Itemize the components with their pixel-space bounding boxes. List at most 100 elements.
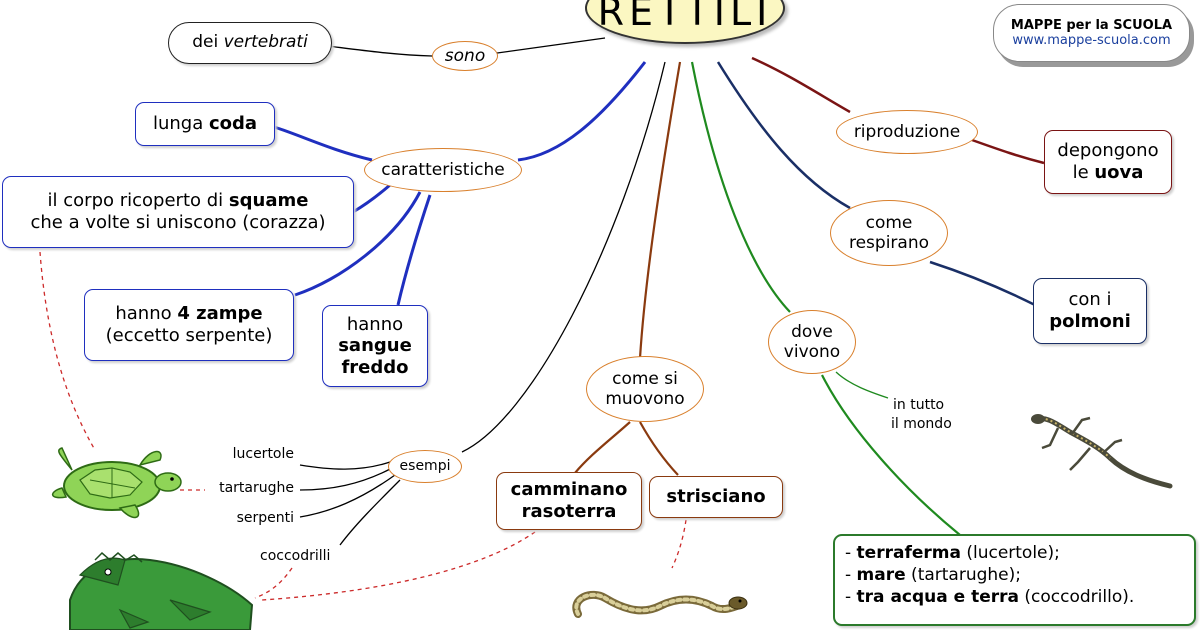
node-camminano: camminano rasoterra bbox=[496, 472, 642, 530]
node-caratteristiche-label: caratteristiche bbox=[381, 159, 505, 180]
node-zampe-bold: 4 zampe bbox=[177, 302, 263, 324]
node-sangue-line1: hanno bbox=[346, 313, 404, 335]
lizard-icon bbox=[1031, 414, 1173, 489]
line-riproduzione-uova bbox=[971, 138, 1045, 165]
line-car-coda bbox=[273, 125, 373, 162]
node-coda-text: lunga coda bbox=[153, 113, 257, 136]
node-squame-line2: che a volte si uniscono (corazza) bbox=[30, 212, 326, 233]
esempi-item-tartarughe: tartarughe bbox=[219, 480, 294, 496]
node-polmoni-line1: con i bbox=[1068, 288, 1112, 310]
node-squame-pre: il corpo ricoperto di bbox=[47, 189, 229, 211]
node-polmoni: con i polmoni bbox=[1033, 278, 1147, 344]
node-coda-bold: coda bbox=[208, 112, 258, 134]
node-vivono-line2: vivono bbox=[783, 342, 841, 362]
brand-badge[interactable]: MAPPE per la SCUOLA www.mappe-scuola.com bbox=[993, 4, 1190, 62]
esempi-item-coccodrilli: coccodrilli bbox=[260, 548, 331, 564]
line-esempi-serpenti bbox=[299, 474, 396, 518]
node-coda: lunga coda bbox=[135, 102, 275, 146]
line-title-vivono bbox=[690, 61, 791, 313]
line-muovono-camminano bbox=[574, 421, 631, 474]
node-uova-bold: uova bbox=[1094, 162, 1144, 183]
vivono-list-rest: (coccodrillo). bbox=[1019, 587, 1135, 608]
node-sangue-bold1: sangue bbox=[338, 335, 412, 357]
node-sono-label: sono bbox=[444, 45, 486, 66]
node-strisciano-label: strisciano bbox=[666, 485, 766, 507]
vivono-list-item: - mare (tartarughe); bbox=[845, 564, 1184, 586]
vivono-list-bold: mare bbox=[856, 565, 906, 586]
line-sono-vertebrati bbox=[327, 45, 433, 57]
node-riproduzione: riproduzione bbox=[836, 110, 978, 154]
node-squame-line1: il corpo ricoperto di squame bbox=[48, 190, 309, 213]
line-title-esempi bbox=[461, 61, 666, 453]
node-vivono: dove vivono bbox=[768, 310, 856, 374]
line-title-caratteristiche bbox=[517, 61, 647, 162]
node-respirano-line1: come bbox=[865, 212, 913, 233]
node-camminano-line1: camminano bbox=[510, 479, 628, 501]
node-sangue: hanno sangue freddo bbox=[322, 305, 428, 387]
node-respirano-line2: respirano bbox=[848, 233, 930, 253]
node-respirano: come respirano bbox=[830, 200, 948, 266]
vivono-list-dash: - bbox=[845, 543, 857, 563]
node-vertebrati: dei vertebrati bbox=[168, 22, 332, 64]
node-riproduzione-label: riproduzione bbox=[853, 121, 961, 142]
node-strisciano: strisciano bbox=[649, 476, 783, 518]
node-sono: sono bbox=[432, 41, 498, 71]
vivono-list-rest: (tartarughe); bbox=[905, 565, 1021, 586]
dashed-coccodrilli-croc bbox=[254, 567, 293, 599]
vivono-mondo-line2: il mondo bbox=[891, 415, 952, 432]
line-title-sono bbox=[489, 37, 606, 55]
line-vivono-mondo bbox=[835, 371, 889, 399]
node-uova-pre: le bbox=[1072, 162, 1095, 183]
node-camminano-line2: rasoterra bbox=[521, 501, 617, 522]
node-vivono-line1: dove bbox=[791, 321, 833, 342]
snake-icon bbox=[572, 590, 748, 618]
vivono-list-item: - tra acqua e terra (coccodrillo). bbox=[845, 586, 1184, 608]
node-sangue-bold2: freddo bbox=[341, 356, 409, 378]
line-car-squame bbox=[352, 183, 391, 214]
vivono-list-dash: - bbox=[845, 565, 857, 586]
brand-url[interactable]: www.mappe-scuola.com bbox=[1012, 33, 1171, 48]
vivono-list-bold: tra acqua e terra bbox=[856, 587, 1020, 608]
node-zampe-pre: hanno bbox=[115, 302, 178, 324]
line-esempi-coccodrilli bbox=[339, 479, 401, 546]
node-esempi: esempi bbox=[388, 450, 462, 483]
node-polmoni-bold: polmoni bbox=[1049, 311, 1131, 332]
node-squame-bold: squame bbox=[228, 189, 309, 211]
node-muovono-line2: muovono bbox=[605, 389, 685, 409]
line-muovono-strisciano bbox=[639, 421, 679, 476]
line-respirano-polmoni bbox=[929, 260, 1036, 307]
node-vivono-list: - terraferma (lucertole); - mare (tartar… bbox=[833, 534, 1196, 626]
node-squame: il corpo ricoperto di squame che a volte… bbox=[2, 176, 354, 248]
node-vertebrati-text: dei vertebrati bbox=[192, 32, 308, 53]
dashed-squame-turtle bbox=[39, 251, 96, 451]
line-car-sangue bbox=[396, 194, 432, 306]
line-esempi-lucertole bbox=[299, 461, 391, 470]
line-esempi-tartarughe bbox=[299, 467, 393, 491]
vivono-mondo-line1: in tutto bbox=[893, 397, 945, 413]
node-uova-line1: depongono bbox=[1057, 139, 1159, 161]
vivono-list-rest: (lucertole); bbox=[960, 543, 1060, 563]
vivono-mondo: in tutto il mondo bbox=[891, 396, 952, 434]
vivono-list-item: - terraferma (lucertole); bbox=[845, 542, 1184, 564]
node-vertebrati-em: vertebrati bbox=[223, 32, 308, 53]
line-vivono-list bbox=[821, 374, 961, 536]
dashed-strisciano-snake bbox=[671, 519, 687, 569]
node-coda-pre: lunga bbox=[152, 112, 209, 134]
node-zampe-line1: hanno 4 zampe bbox=[115, 303, 262, 326]
esempi-item-serpenti: serpenti bbox=[236, 510, 294, 526]
line-title-muovono bbox=[638, 61, 682, 359]
dashed-camminano-croc bbox=[261, 531, 536, 601]
crocodile-icon bbox=[69, 551, 254, 630]
line-car-zampe bbox=[294, 191, 422, 297]
node-muovono: come si muovono bbox=[586, 356, 704, 422]
node-muovono-line1: come si bbox=[612, 368, 678, 389]
node-uova: depongono le uova bbox=[1044, 130, 1172, 194]
node-esempi-label: esempi bbox=[399, 458, 451, 475]
node-zampe-line2: (eccetto serpente) bbox=[105, 325, 273, 346]
line-title-respirano bbox=[716, 61, 851, 210]
node-caratteristiche: caratteristiche bbox=[364, 148, 522, 192]
brand-name: MAPPE per la SCUOLA bbox=[1010, 18, 1173, 33]
node-vertebrati-pre: dei bbox=[192, 32, 224, 53]
vivono-list-bold: terraferma bbox=[856, 543, 961, 563]
